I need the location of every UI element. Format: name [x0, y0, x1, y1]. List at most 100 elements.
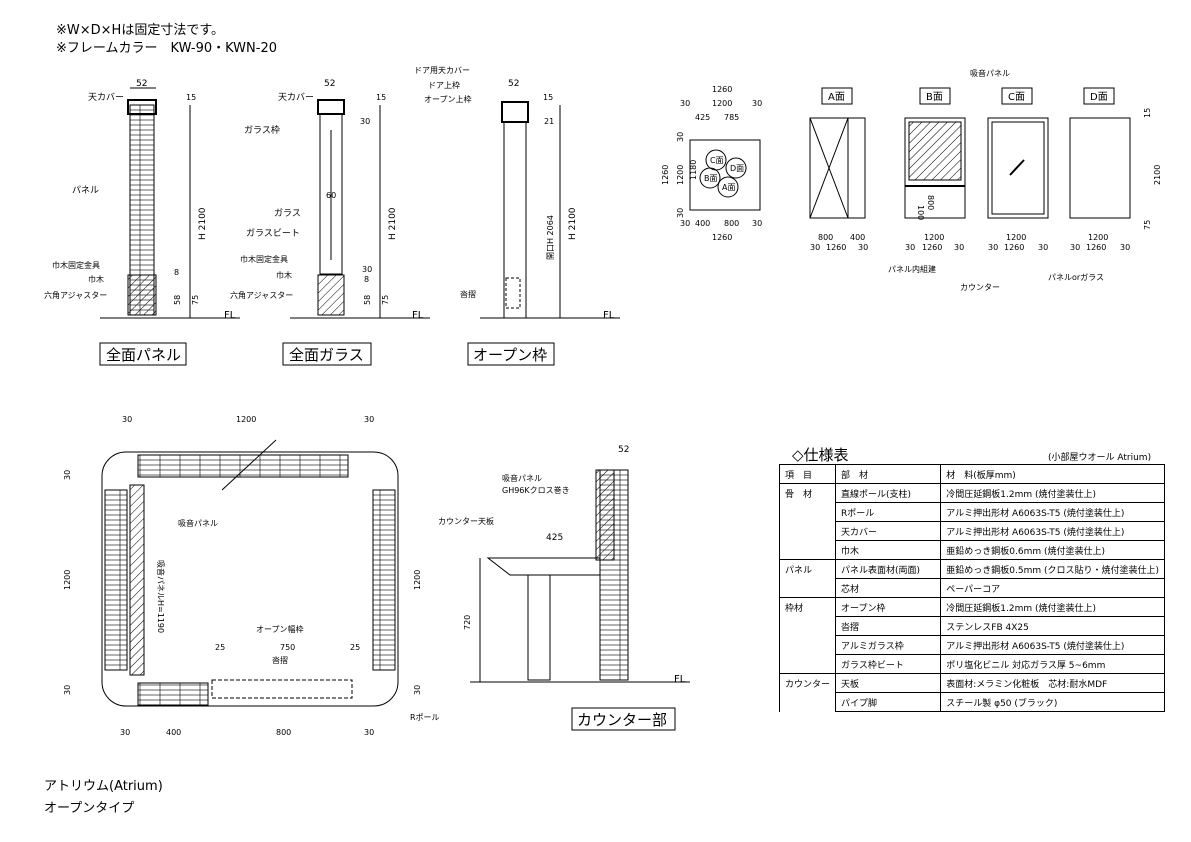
drawing-label: 30 — [680, 219, 690, 228]
drawing-label: 1200 — [1088, 233, 1108, 242]
drawing-label: 25 — [350, 643, 360, 652]
elevation-title: 全面ガラス — [289, 346, 364, 364]
drawing-label: パネル内組建 — [888, 264, 936, 274]
face-elevations: A面 B面 C面 D面 800 400 30 1260 30 1200 30 1… — [809, 68, 1162, 292]
drawing-label: 30 — [905, 243, 915, 252]
spec-material: アルミ押出形材 A6063S-T5 (焼付塗装仕上) — [940, 502, 1165, 522]
drawing-label: FL — [224, 310, 236, 321]
spec-material: アルミ押出形材 A6063S-T5 (焼付塗装仕上) — [940, 635, 1165, 655]
drawing-label: 400 — [166, 728, 181, 737]
drawing-label: ドア用天カバー — [414, 66, 470, 75]
drawing-label: 400 — [695, 219, 710, 228]
drawing-label: 15 — [543, 93, 553, 102]
note-fixed-dimensions: ※W×D×Hは固定寸法です。 — [56, 23, 224, 38]
spec-row: 芯材ペーパーコア — [778, 578, 1165, 598]
drawing-label: オープン幅枠 — [256, 624, 304, 634]
elevation-full-panel: 52 15 H 2100 8 58 75 FL 天カバー パネル 巾木固定金具 … — [44, 79, 240, 366]
counter-title: カウンター部 — [577, 711, 667, 729]
drawing-label: 2100 — [1153, 165, 1162, 185]
drawing-label: 沓摺 — [272, 655, 288, 665]
drawing-label: 750 — [280, 643, 295, 652]
drawing-label: ガラス — [274, 208, 301, 219]
drawing-label: 30 — [364, 728, 374, 737]
spec-material: 亜鉛めっき鋼板0.5mm (クロス貼り・焼付塗装仕上) — [940, 559, 1165, 579]
drawing-label: FL — [674, 674, 686, 685]
spec-part: パイプ脚 — [835, 692, 942, 712]
drawing-label: 75 — [191, 295, 200, 305]
drawing-label: 30 — [120, 728, 130, 737]
drawing-label: 1200 — [236, 415, 256, 424]
drawing-label: 8 — [364, 275, 369, 284]
drawing-label: 60 — [326, 191, 336, 200]
drawing-label: 785 — [724, 113, 739, 122]
drawing-label: 400 — [850, 233, 865, 242]
drawing-label: 52 — [324, 79, 335, 89]
note-frame-color: ※フレームカラー KW-90・KWN-20 — [56, 41, 277, 56]
drawing-label: パネルorガラス — [1048, 272, 1104, 282]
spec-part: 芯材 — [835, 578, 942, 598]
drawing-label: 1200 — [712, 99, 732, 108]
drawing-label: B面 — [704, 174, 718, 183]
spec-category: 枠材 — [778, 597, 837, 617]
spec-material: ポリ塩化ビニル 対応ガラス厚 5~6mm — [940, 654, 1165, 674]
spec-category — [778, 635, 837, 655]
drawing-label: 吸音パネルH=1190 — [156, 560, 166, 633]
spec-category — [778, 502, 837, 522]
spec-category — [778, 578, 837, 598]
drawing-label: 30 — [988, 243, 998, 252]
drawing-label: 1260 — [712, 85, 732, 94]
drawing-label: A面 — [828, 92, 845, 103]
spec-part: Rポール — [835, 502, 942, 522]
spec-part: 沓摺 — [835, 616, 942, 636]
drawing-label: 1260 — [922, 243, 942, 252]
drawing-label: 巾木 — [276, 270, 292, 280]
spec-material: 表面材:メラミン化粧板 芯材:耐水MDF — [940, 673, 1165, 693]
drawing-label: 30 — [63, 685, 72, 695]
drawing-label: 1200 — [676, 165, 685, 185]
counter-section: 52 425 720 FL 吸音パネル GH96Kクロス巻き カウンター天板 カ… — [438, 445, 690, 731]
drawing-label: 1200 — [413, 570, 422, 590]
spec-row: カウンター天板表面材:メラミン化粧板 芯材:耐水MDF — [778, 673, 1165, 693]
spec-part: アルミガラス枠 — [835, 635, 942, 655]
drawing-label: C面 — [710, 156, 724, 165]
drawing-label: 30 — [1120, 243, 1130, 252]
spec-table-title: ◇仕様表 — [792, 446, 849, 464]
drawing-label: 30 — [810, 243, 820, 252]
drawing-label: ガラスビート — [246, 228, 300, 239]
drawing-label: 800 — [818, 233, 833, 242]
drawing-label: 1260 — [661, 165, 670, 185]
header-cell: 部 材 — [835, 464, 942, 484]
spec-row: 巾木亜鉛めっき鋼板0.6mm (焼付塗装仕上) — [778, 540, 1165, 560]
key-plan: C面 D面 B面 A面 1260 30 1200 30 425 785 30 1… — [661, 85, 762, 242]
floor-plan: 30 1200 30 30 1200 30 1200 30 25 750 25 … — [63, 415, 440, 737]
spec-row: ガラス枠ビートポリ塩化ビニル 対応ガラス厚 5~6mm — [778, 654, 1165, 674]
drawing-label: 巾木固定金具 — [52, 260, 100, 270]
drawing-label: H 2100 — [568, 207, 578, 240]
drawing-label: 52 — [136, 79, 147, 89]
spec-material: 冷間圧延鋼板1.2mm (焼付塗装仕上) — [940, 483, 1165, 503]
spec-part: 巾木 — [835, 540, 942, 560]
drawing-label: 15 — [186, 93, 196, 102]
drawing-label: 75 — [381, 295, 390, 305]
drawing-label: 巾木 — [88, 274, 104, 284]
drawing-label: 30 — [680, 99, 690, 108]
drawing-label: 30 — [858, 243, 868, 252]
spec-row: パイプ脚スチール製 φ50 (ブラック) — [778, 692, 1165, 712]
elevation-title: 全面パネル — [106, 346, 181, 364]
drawing-label: 30 — [122, 415, 132, 424]
drawing-label: 六角アジャスター — [230, 290, 293, 300]
drawing-label: 天カバー — [278, 92, 314, 103]
drawing-label: 1260 — [826, 243, 846, 252]
spec-header-row: 項 目 部 材 材 料(板厚mm) — [778, 464, 1165, 484]
elevation-open-frame: 52 15 21 開口H 2064 H 2100 FL ドア用天カバー ドア上枠… — [414, 66, 620, 366]
drawing-label: 天カバー — [88, 92, 124, 103]
spec-category — [778, 616, 837, 636]
drawing-label: 吸音パネル — [178, 518, 218, 528]
drawing-label: 1260 — [1086, 243, 1106, 252]
drawing-label: 30 — [413, 685, 422, 695]
elevation-full-glass: 52 15 30 60 H 2100 30 8 58 75 FL 天カバー ガラ… — [230, 79, 430, 366]
spec-row: 枠材オープン枠冷間圧延鋼板1.2mm (焼付塗装仕上) — [778, 597, 1165, 617]
drawing-label: H 2100 — [198, 207, 208, 240]
drawing-label: Rポール — [410, 713, 440, 722]
drawing-label: B面 — [926, 92, 943, 103]
